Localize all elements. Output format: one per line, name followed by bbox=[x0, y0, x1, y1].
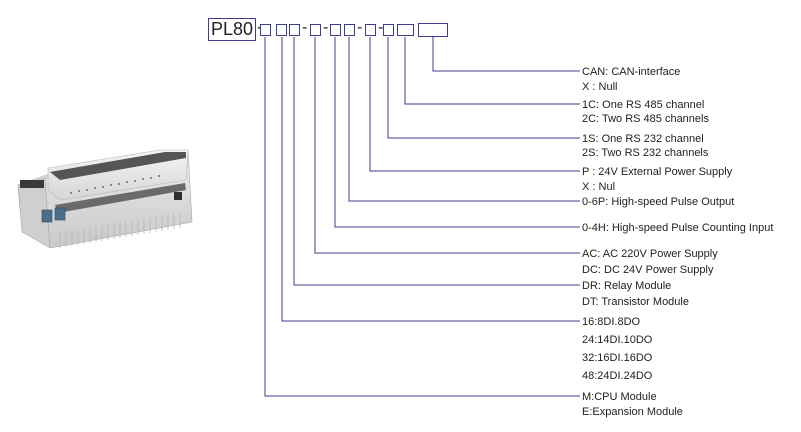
option-cpu-module: M:CPU Module bbox=[582, 391, 657, 403]
dash: - bbox=[302, 19, 308, 36]
option-rs485-one: 1C: One RS 485 channel bbox=[582, 99, 705, 111]
option-can-null: X : Null bbox=[582, 81, 618, 93]
dash: - bbox=[257, 19, 262, 37]
code-box-rs232 bbox=[383, 24, 394, 36]
option-rs232-two: 2S: Two RS 232 channels bbox=[582, 147, 709, 159]
option-pulse-out: 0-6P: High-speed Pulse Output bbox=[582, 196, 735, 208]
code-box-power-ext bbox=[365, 24, 376, 36]
option-power-ext: P : 24V External Power Supply bbox=[582, 166, 733, 178]
option-can: CAN: CAN-interface bbox=[582, 66, 681, 78]
line-can bbox=[432, 37, 580, 72]
code-box-supply bbox=[310, 24, 321, 36]
line-module bbox=[264, 37, 580, 397]
option-relay: DR: Relay Module bbox=[582, 280, 672, 292]
line-pulse-out bbox=[348, 37, 580, 202]
option-transistor: DT: Transistor Module bbox=[582, 296, 689, 308]
code-box-can bbox=[418, 23, 448, 37]
line-pulse-count bbox=[334, 37, 580, 228]
option-expansion-module: E:Expansion Module bbox=[582, 406, 683, 418]
dash: - bbox=[378, 19, 384, 36]
line-io-points bbox=[281, 37, 580, 322]
code-box-pulse-out bbox=[344, 24, 355, 36]
model-prefix: PL80 bbox=[208, 18, 256, 41]
option-power-ext-null: X : Nul bbox=[582, 181, 616, 193]
option-io-48: 48:24DI.24DO bbox=[582, 370, 653, 382]
option-rs232-one: 1S: One RS 232 channel bbox=[582, 133, 704, 145]
option-supply-ac: AC: AC 220V Power Supply bbox=[582, 248, 718, 260]
line-power-ext bbox=[369, 37, 580, 172]
dash: - bbox=[323, 19, 329, 36]
option-io-16: 16:8DI.8DO bbox=[582, 316, 641, 328]
line-output-type bbox=[293, 37, 580, 286]
line-rs232 bbox=[387, 37, 580, 139]
option-rs485-two: 2C: Two RS 485 channels bbox=[582, 113, 709, 125]
code-box-module bbox=[260, 24, 271, 36]
code-box-output-type bbox=[289, 24, 300, 36]
option-supply-dc: DC: DC 24V Power Supply bbox=[582, 264, 714, 276]
line-supply bbox=[314, 37, 580, 254]
code-box-rs485 bbox=[397, 24, 414, 36]
option-io-24: 24:14DI.10DO bbox=[582, 334, 653, 346]
option-pulse-count: 0-4H: High-speed Pulse Counting Input bbox=[582, 222, 774, 234]
option-io-32: 32:16DI.16DO bbox=[582, 352, 653, 364]
code-box-pulse-count bbox=[330, 24, 341, 36]
code-box-io-points bbox=[276, 24, 287, 36]
dash: - bbox=[357, 19, 363, 36]
line-rs485 bbox=[404, 37, 580, 105]
